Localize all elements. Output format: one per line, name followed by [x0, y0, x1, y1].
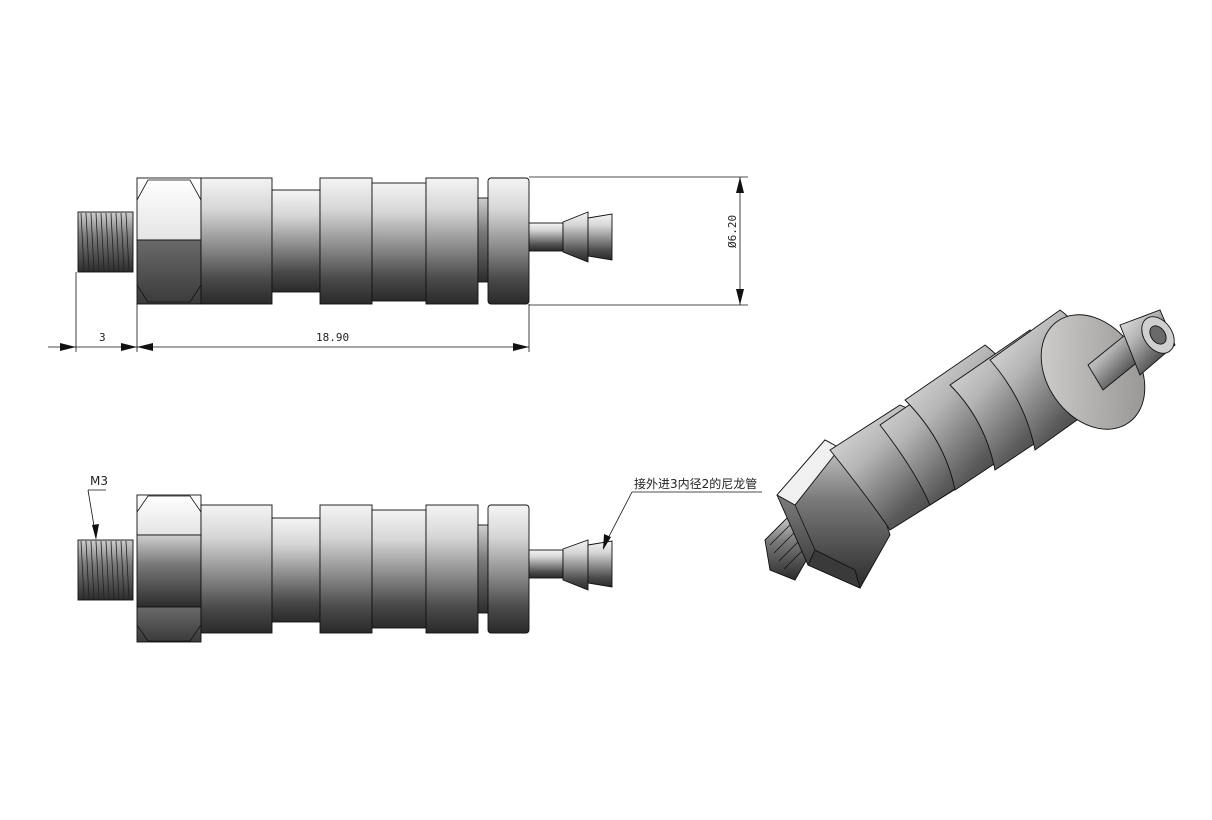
thread-line	[120, 212, 125, 272]
thread-callout: M3	[87, 474, 108, 540]
thread-line	[90, 540, 95, 600]
thread-line	[80, 212, 85, 272]
body-neck-1	[271, 517, 321, 623]
thread-line	[95, 540, 100, 600]
body-collar-2	[319, 177, 373, 305]
thread-line	[105, 540, 110, 600]
hex-nut	[136, 177, 202, 305]
body-collar-2	[319, 504, 373, 634]
diameter-value: 6.20	[726, 215, 739, 242]
thread-line	[85, 540, 90, 600]
body-length-label: 18.90	[316, 331, 349, 344]
hose-note-label: 接外进3内径2的尼龙管	[634, 476, 757, 491]
body-neck-1	[271, 189, 321, 293]
hose-barb	[528, 539, 613, 591]
thread-line	[85, 212, 90, 272]
thread-line	[105, 212, 110, 272]
hose-barb	[528, 211, 613, 263]
thread-line	[120, 540, 125, 600]
body-groove	[477, 524, 489, 614]
body-collar-1	[200, 504, 273, 634]
hose-note-callout: 接外进3内径2的尼龙管	[602, 476, 762, 550]
thread-stud	[77, 211, 134, 273]
thread-line	[80, 540, 85, 600]
thread-stud	[77, 539, 134, 601]
thread-line	[100, 540, 105, 600]
body-collar-3	[425, 504, 479, 634]
thread-line	[100, 212, 105, 272]
svg-text:Ø6.20: Ø6.20	[726, 215, 739, 248]
body-collar-1	[200, 177, 273, 305]
thread-line	[115, 212, 120, 272]
thread-spec-label: M3	[90, 474, 108, 488]
diameter-symbol: Ø	[726, 241, 739, 248]
thread-line	[110, 540, 115, 600]
thread-length-label: 3	[99, 331, 106, 344]
iso-body	[829, 309, 1146, 531]
isometric-view	[764, 309, 1176, 589]
front-view-dimensioned: Ø6.20 3 18.90	[48, 176, 748, 352]
body-groove	[477, 197, 489, 283]
end-cap	[487, 177, 530, 305]
dimension-diameter: Ø6.20	[529, 176, 748, 306]
body-neck-2	[371, 509, 427, 629]
thread-line	[115, 540, 120, 600]
body-neck-2	[371, 182, 427, 302]
thread-line	[110, 212, 115, 272]
thread-line	[125, 540, 130, 600]
dimension-lengths: 3 18.90	[48, 272, 530, 352]
body-collar-3	[425, 177, 479, 305]
thread-lines	[80, 540, 130, 600]
end-cap	[487, 504, 530, 634]
thread-line	[90, 212, 95, 272]
thread-lines	[80, 212, 130, 272]
thread-line	[125, 212, 130, 272]
iso-hose-barb	[1087, 309, 1176, 391]
thread-line	[95, 212, 100, 272]
front-view-annotated: M3 接外进3内径2的尼龙管	[77, 474, 762, 643]
hex-nut	[136, 494, 202, 643]
